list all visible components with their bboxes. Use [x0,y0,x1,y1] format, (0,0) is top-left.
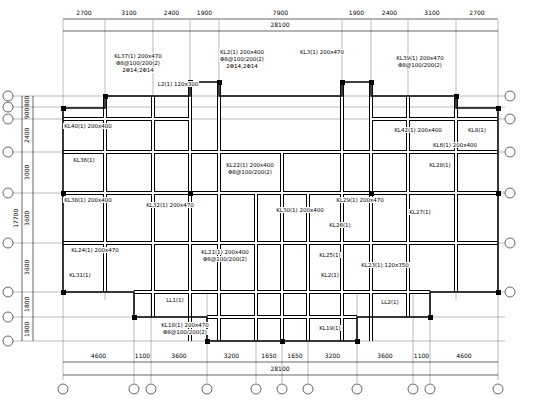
beam-label: KL3(1) 200x470 [299,49,345,55]
dimension-text: 3100 [120,10,137,17]
beam-label: KL40(1) 200x400 [63,123,112,129]
beam-label: KL39(1) 200x470 [395,55,444,61]
beam-label: LL1(1) [165,297,184,303]
beam-label: Φ8@100/200(2) [227,169,273,175]
dimension-text: 17700 [14,207,21,228]
dimension-text: 3600 [25,259,32,276]
beam-label: KL2(1) 200x400 [219,49,265,55]
dimension-text: 1650 [260,353,277,360]
columns [61,80,501,344]
axis-circles [3,91,515,394]
beam-label: KL22(1) 200x400 [225,162,274,168]
beam-fill [63,82,498,341]
beam-label: KL30(1) 200x400 [275,207,324,213]
beam-label: LL2(1) [380,299,399,305]
dimension-text: 3000 [25,164,32,181]
beam-label: 2Φ14;2Φ14 [121,67,155,73]
dimension-text: 2700 [468,10,485,17]
dimension-text: 800 [25,95,32,108]
dimension-text: 2700 [75,10,92,17]
beam-label: KL29(1) 200x470 [335,197,384,203]
beam-label: KL24(1) 200x470 [70,247,119,253]
beam-label: KL42(1) 200x400 [393,127,442,133]
dimension-text: 1800 [25,296,32,313]
beam-label: KL23(1) 120x350 [360,262,409,268]
dimension-text: 3200 [223,353,240,360]
dimension-text: 900 [25,106,32,119]
dimension-text: 1900 [196,10,213,17]
beam-label: KL2(1) [320,272,340,278]
dimension-text: 2400 [381,10,398,17]
beam-outline [63,82,498,341]
beam-label: Φ8@100/200(2) [202,256,248,262]
beam-label: KL37(1) 200x470 [113,53,162,59]
dimension-lines [22,19,498,375]
grid-lines [13,20,505,383]
beam-label: KL28(1) [428,162,451,168]
dimension-text: 7900 [272,10,289,17]
dimension-text: 1650 [286,353,303,360]
dimension-text: 3100 [423,10,440,17]
beam-label: L2(1) 120x300 [157,81,199,87]
beam-label: KL8(1) [467,127,487,133]
dimension-text: 4600 [90,353,107,360]
beam-label: KL6(1) 200x400 [432,142,478,148]
beam-label: 2Φ14;2Φ14 [225,63,259,69]
dimension-text: 2400 [163,10,180,17]
beam-label: KL25(1) [318,252,341,258]
dimension-text: 1100 [413,353,430,360]
beam-label: KL36(1) [72,157,95,163]
beam-label: KL19(1) [318,325,341,331]
dimension-text: 3600 [170,353,187,360]
dimension-text: 28100 [269,22,290,29]
beam-label: KL18(1) 200x470 [160,322,209,328]
beam-label: KL27(1) [408,209,431,215]
dimension-text: 4600 [455,353,472,360]
dimension-text: 1100 [134,353,151,360]
dimension-text: 2400 [25,127,32,144]
dimension-text: 1900 [348,10,365,17]
dimension-text: 3600 [376,353,393,360]
beam-label: Φ8@100/200(2) [115,60,161,66]
beam-label: KL31(1) [68,272,91,278]
beam-label: KL38(1) 200x400 [63,197,112,203]
dimension-text: 28100 [269,366,290,373]
beam-label: KL26(1) [328,222,351,228]
beam-label: Φ8@100/200(2) [219,56,265,62]
building-outline [63,82,498,341]
beam-label: KL32(1) 200x470 [145,202,194,208]
beam-label: Φ8@100/200(2) [162,329,208,335]
beam-label: KL21(1) 200x400 [200,249,249,255]
beam-label: Φ8@100/200(2) [397,62,443,68]
dimension-text: 3600 [25,209,32,226]
dimension-text: 3200 [324,353,341,360]
dimension-text: 1800 [25,320,32,337]
